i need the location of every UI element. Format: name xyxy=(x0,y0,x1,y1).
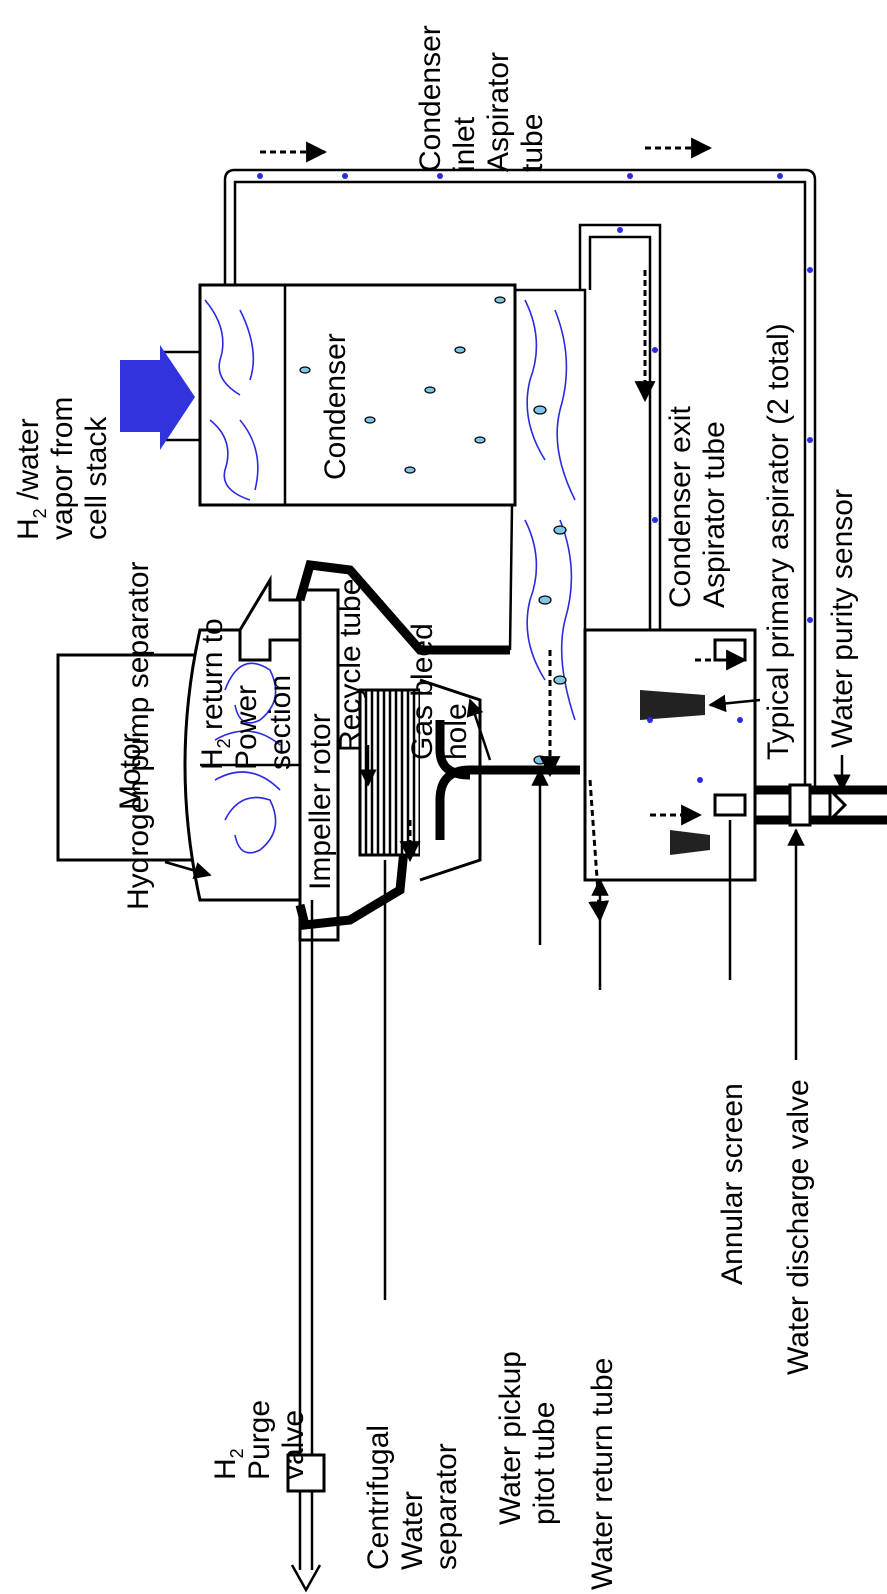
svg-text:separator: separator xyxy=(430,1443,463,1570)
label-condenser-exit-aspirator-tube: Condenser exit Aspirator tube xyxy=(664,406,731,608)
svg-text:hole: hole xyxy=(440,703,473,760)
label-condenser-inlet-aspirator-tube: Condenser inlet Aspirator tube xyxy=(414,25,549,172)
svg-text:Centrifugal: Centrifugal xyxy=(362,1425,395,1570)
svg-text:section: section xyxy=(264,675,297,770)
vapor-inlet-arrow xyxy=(120,345,195,450)
svg-text:H2: H2 xyxy=(209,1448,247,1480)
condenser xyxy=(200,285,515,505)
svg-text:Condenser: Condenser xyxy=(414,25,447,172)
svg-text:Aspirator tube: Aspirator tube xyxy=(698,421,731,608)
primary-aspirator-1 xyxy=(640,690,705,720)
purge-arrow xyxy=(292,1565,320,1590)
svg-text:inlet: inlet xyxy=(448,116,481,172)
svg-text:Water pickup: Water pickup xyxy=(494,1351,527,1525)
svg-text:H2 /water: H2 /water xyxy=(12,418,50,540)
svg-text:Impeller rotor: Impeller rotor xyxy=(304,713,337,890)
svg-text:Aspirator: Aspirator xyxy=(482,52,515,172)
label-water-pickup-pitot-tube: Water pickup pitot tube xyxy=(494,1351,561,1525)
water-discharge-valve xyxy=(790,785,810,825)
svg-text:tube: tube xyxy=(516,114,549,172)
svg-text:Typical primary aspirator (2 t: Typical primary aspirator (2 total) xyxy=(762,323,795,760)
svg-text:Recycle tube: Recycle tube xyxy=(334,579,367,752)
svg-text:vapor from: vapor from xyxy=(46,397,79,540)
svg-text:Condenser: Condenser xyxy=(319,333,352,480)
svg-text:Gas bleed: Gas bleed xyxy=(406,623,439,760)
label-impeller-rotor: Impeller rotor xyxy=(304,713,337,890)
label-recycle-tube: Recycle tube xyxy=(334,579,367,752)
svg-text:valve: valve xyxy=(277,1410,310,1480)
label-h2-purge-valve: H2 Purge valve xyxy=(209,1400,310,1480)
label-annular-screen: Annular screen xyxy=(716,1083,749,1285)
label-water-return-tube: Water return tube xyxy=(586,1358,619,1590)
svg-text:Condenser exit: Condenser exit xyxy=(664,406,697,608)
label-water-purity-sensor: Water purity sensor xyxy=(826,489,859,748)
svg-text:Power: Power xyxy=(230,685,263,770)
svg-text:Motor: Motor xyxy=(114,733,147,810)
svg-text:Water discharge valve: Water discharge valve xyxy=(782,1079,815,1375)
annular-screen-upper xyxy=(715,640,745,660)
label-typical-primary-aspirator: Typical primary aspirator (2 total) xyxy=(762,323,795,760)
annular-screen-lower xyxy=(715,795,745,815)
label-motor: Motor xyxy=(114,733,147,810)
label-centrifugal-water-separator: Centrifugal Water separator xyxy=(362,1425,463,1570)
svg-text:Purge: Purge xyxy=(243,1400,276,1480)
svg-text:Water purity sensor: Water purity sensor xyxy=(826,489,859,748)
svg-text:Annular screen: Annular screen xyxy=(716,1083,749,1285)
svg-text:Water: Water xyxy=(396,1491,429,1570)
svg-text:pitot tube: pitot tube xyxy=(528,1402,561,1525)
svg-text:Water return tube: Water return tube xyxy=(586,1358,619,1590)
label-h2-water-vapor: H2 /water vapor from cell stack xyxy=(12,397,113,540)
channel-swirls xyxy=(525,300,575,720)
label-condenser: Condenser xyxy=(319,333,352,480)
svg-text:cell stack: cell stack xyxy=(80,416,113,540)
water-channel xyxy=(510,290,585,770)
label-water-discharge-valve: Water discharge valve xyxy=(782,1079,815,1375)
